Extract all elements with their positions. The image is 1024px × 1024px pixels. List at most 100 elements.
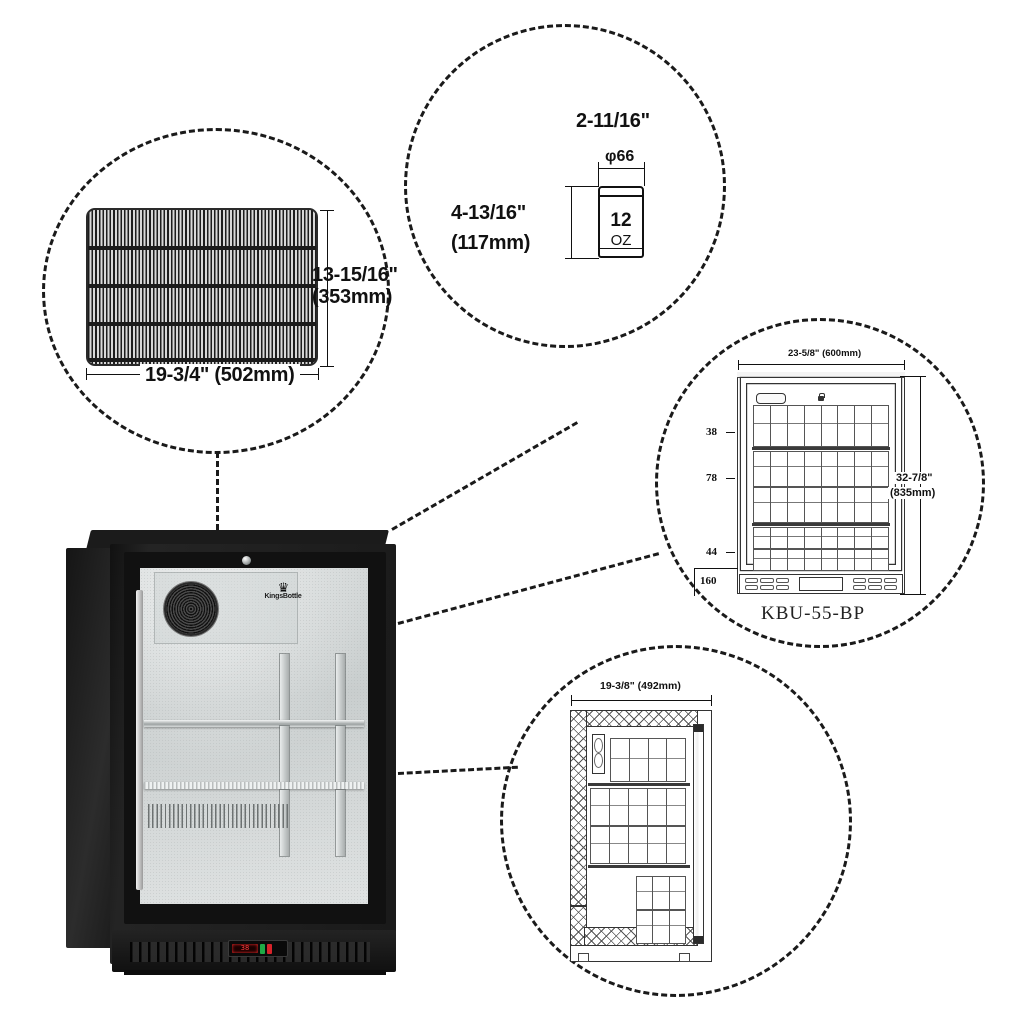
- cabinet-interior: ♛ KingsBottle: [140, 568, 368, 904]
- front-view-can: [770, 487, 788, 523]
- vent-slot: [760, 585, 774, 590]
- section-view-can: [669, 910, 686, 944]
- front-view-can-row: [753, 487, 889, 523]
- section-view-shelf: [588, 865, 690, 868]
- front-view-can: [804, 549, 822, 571]
- front-view-can: [855, 527, 873, 549]
- shelf-callout-circle: [42, 128, 390, 454]
- shelf-crossbar: [88, 322, 316, 326]
- front-view-can: [838, 549, 856, 571]
- front-view-can: [821, 405, 839, 447]
- section-view-can: [610, 788, 629, 826]
- front-view-width-dimension: 23-5/8" (600mm): [785, 348, 865, 359]
- front-view-can: [821, 487, 839, 523]
- front-view-shelf: [752, 523, 890, 526]
- can-height-dim-line: [571, 186, 572, 258]
- shelf-crossbar: [88, 358, 316, 362]
- section-view-can: [610, 826, 629, 864]
- interior-wire-shelf: [144, 782, 364, 789]
- section-view-evaporator: [592, 734, 605, 774]
- front-view-can: [838, 527, 856, 549]
- front-view-can: [855, 487, 873, 523]
- section-view-can: [629, 826, 648, 864]
- front-view-height-dimension-line1: 32-7/8": [894, 472, 935, 484]
- section-view-can-row: [636, 876, 686, 910]
- wire-shelf-drawing: [86, 208, 318, 366]
- section-view-insulation-left: [570, 710, 587, 906]
- leader-line-section-view: [397, 765, 518, 775]
- front-view-door-handle: [756, 393, 786, 404]
- front-view-display-panel: [799, 577, 843, 591]
- shelf-height-dimension-line1: 13-15/16": [312, 264, 398, 286]
- section-view-can-row: [590, 826, 686, 864]
- front-view-can: [821, 527, 839, 549]
- front-view-can: [821, 549, 839, 571]
- front-view-height-ext-top: [900, 376, 926, 377]
- shelf-height-dim-line: [327, 210, 328, 366]
- section-view-can: [648, 826, 667, 864]
- shelf-support-rail: [280, 654, 289, 720]
- brand-name: KingsBottle: [264, 593, 302, 600]
- fan-icon: [164, 582, 218, 636]
- front-elevation-drawing: [737, 372, 905, 594]
- front-view-vent-group-left: [745, 578, 789, 590]
- section-view-can: [629, 738, 649, 782]
- section-view-callout-circle: [500, 645, 852, 997]
- front-view-can: [770, 527, 788, 549]
- shelf-crossbar: [88, 284, 316, 288]
- front-view-can: [753, 527, 771, 549]
- power-switch[interactable]: [260, 943, 265, 954]
- front-view-can: [787, 451, 805, 487]
- section-view-foot: [679, 953, 690, 962]
- front-view-width-ext-right: [904, 360, 905, 370]
- cabinet-feet: [124, 970, 386, 975]
- section-view-can: [629, 788, 648, 826]
- shelf-support-rail: [336, 654, 345, 720]
- section-view-insulation-lower-left: [570, 906, 587, 946]
- front-view-shelf: [752, 447, 890, 450]
- section-view-glass-door: [693, 724, 704, 944]
- section-view-can: [636, 876, 654, 910]
- crown-icon: ♛: [277, 580, 290, 595]
- section-view-insulation-top: [570, 710, 698, 727]
- front-view-can: [753, 549, 771, 571]
- vent-slot: [868, 585, 882, 590]
- shelf-crossbar: [88, 246, 316, 250]
- vent-slot: [853, 585, 867, 590]
- front-view-can: [770, 405, 788, 447]
- front-view-can: [855, 405, 873, 447]
- can-drawing: 12 OZ: [598, 186, 644, 258]
- front-view-can: [804, 405, 822, 447]
- door-cap-bottom: [694, 936, 703, 943]
- front-view-can: [804, 451, 822, 487]
- front-view-tick-mark: [726, 552, 735, 553]
- front-view-can: [855, 451, 873, 487]
- section-view-depth-dim-line: [571, 700, 711, 701]
- leader-line-shelf: [216, 452, 219, 530]
- section-view-can: [648, 788, 667, 826]
- can-height-ext-top: [565, 186, 599, 187]
- vent-slot: [745, 578, 759, 583]
- temperature-display: 38: [232, 944, 258, 953]
- leader-line-can: [391, 421, 579, 531]
- front-view-tick-mark: [726, 432, 735, 433]
- front-view-can: [855, 549, 873, 571]
- front-view-can-row: [753, 549, 889, 571]
- light-switch[interactable]: [267, 943, 272, 954]
- front-view-height-dimension-line2: (835mm): [888, 487, 938, 499]
- front-view-can: [872, 487, 889, 523]
- front-view-door-frame: [741, 378, 901, 571]
- vent-slot: [760, 578, 774, 583]
- vent-slot: [883, 578, 897, 583]
- temperature-control-panel[interactable]: 38: [228, 940, 288, 957]
- front-view-top-lip: [737, 372, 905, 378]
- cabinet-side-panel: [66, 548, 118, 948]
- shelf-dim-ext-bottom: [320, 366, 334, 367]
- front-view-can: [804, 487, 822, 523]
- section-view-can-row: [636, 910, 686, 944]
- front-view-width-dim-line: [738, 364, 904, 365]
- section-view-can: [667, 738, 686, 782]
- section-view-can: [669, 876, 686, 910]
- section-view-depth-dimension: 19-3/8" (492mm): [597, 680, 684, 692]
